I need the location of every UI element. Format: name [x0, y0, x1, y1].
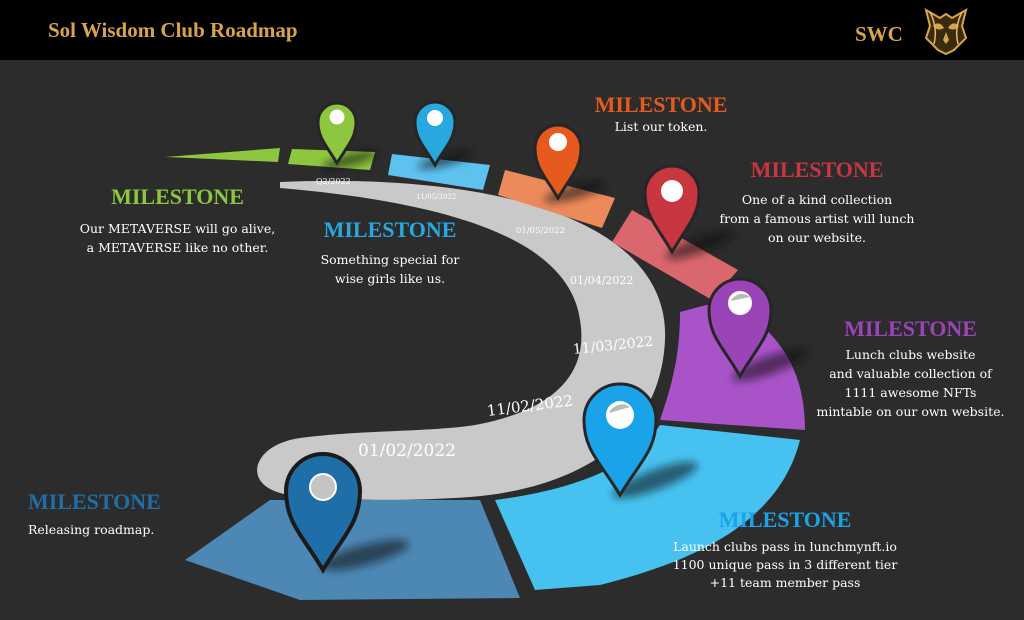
milestone-heading: MILESTONE — [750, 157, 884, 182]
segment-11-05-2022 — [388, 154, 490, 190]
milestone-description: Releasing roadmap. — [28, 520, 161, 539]
milestone-block: MILESTONE Our METAVERSE will go alive, a… — [55, 185, 300, 257]
milestone-line: mintable on our own website. — [816, 404, 1005, 419]
milestone-line: 1100 unique pass in 3 different tier — [672, 557, 898, 572]
milestone-heading: MILESTONE — [718, 507, 852, 532]
milestone-line: Something special for — [320, 252, 460, 267]
pin-purple-icon — [707, 277, 773, 379]
milestone-block: MILESTONE One of a kind collection from … — [707, 158, 927, 247]
milestone-line: wise girls like us. — [334, 271, 446, 286]
milestone-line: a METAVERSE like no other. — [86, 240, 269, 255]
milestone-line: List our token. — [614, 119, 708, 134]
milestone-block: MILESTONE Lunch clubs website and valuab… — [808, 317, 1013, 421]
owl-logo-icon — [924, 7, 968, 56]
milestone-heading: MILESTONE — [28, 489, 161, 514]
pin-orange-icon — [533, 123, 583, 201]
date-label: 01/02/2022 — [358, 441, 456, 461]
header-bar: Sol Wisdom Club Roadmap SWC — [0, 0, 1024, 60]
date-label: 01/05/2022 — [516, 226, 565, 236]
milestone-line: and valuable collection of — [829, 366, 992, 381]
milestone-block: MILESTONE Releasing roadmap. — [28, 490, 161, 539]
milestone-line: Releasing roadmap. — [28, 522, 155, 537]
milestone-description: Something special for wise girls like us… — [300, 250, 480, 288]
milestone-description: One of a kind collection from a famous a… — [707, 190, 927, 247]
milestone-line: Lunch clubs website — [845, 347, 976, 362]
pin-cyan-icon — [582, 382, 658, 498]
pin-green-icon — [316, 101, 358, 166]
milestone-line: +11 team member pass — [709, 575, 861, 590]
milestone-line: One of a kind collection — [741, 192, 893, 207]
date-label: 01/04/2022 — [570, 274, 634, 287]
milestone-block: MILESTONE List our token. — [586, 93, 736, 136]
milestone-description: List our token. — [586, 117, 736, 136]
brand-name: SWC — [855, 22, 903, 46]
milestone-line: from a famous artist will lunch — [719, 211, 915, 226]
milestone-heading: MILESTONE — [323, 217, 457, 242]
segment-q2-2022 — [165, 148, 280, 162]
milestone-description: Lunch clubs website and valuable collect… — [808, 345, 1013, 421]
milestone-line: Launch clubs pass in lunchmynft.io — [673, 539, 897, 554]
pin-red-icon — [643, 164, 701, 256]
road-path — [257, 180, 666, 500]
milestone-description: Launch clubs pass in lunchmynft.io 1100 … — [660, 538, 910, 592]
segment-11-02-2022 — [495, 425, 800, 590]
pin-blue-icon — [413, 100, 457, 168]
date-label: 11/05/2022 — [416, 193, 457, 201]
page-title: Sol Wisdom Club Roadmap — [48, 18, 298, 42]
milestone-line: on our website. — [768, 230, 866, 245]
milestone-line: Our METAVERSE will go alive, — [79, 221, 276, 236]
milestone-block: MILESTONE Launch clubs pass in lunchmynf… — [660, 508, 910, 592]
milestone-heading: MILESTONE — [111, 184, 244, 209]
date-label: Q2/2022 — [316, 177, 351, 186]
milestone-block: MILESTONE Something special for wise gir… — [300, 218, 480, 288]
milestone-heading: MILESTONE — [594, 92, 728, 117]
milestone-heading: MILESTONE — [844, 316, 977, 341]
milestone-description: Our METAVERSE will go alive, a METAVERSE… — [55, 219, 300, 257]
milestone-line: 1111 awesome NFTs — [844, 385, 977, 400]
pin-navy-icon — [283, 452, 363, 574]
